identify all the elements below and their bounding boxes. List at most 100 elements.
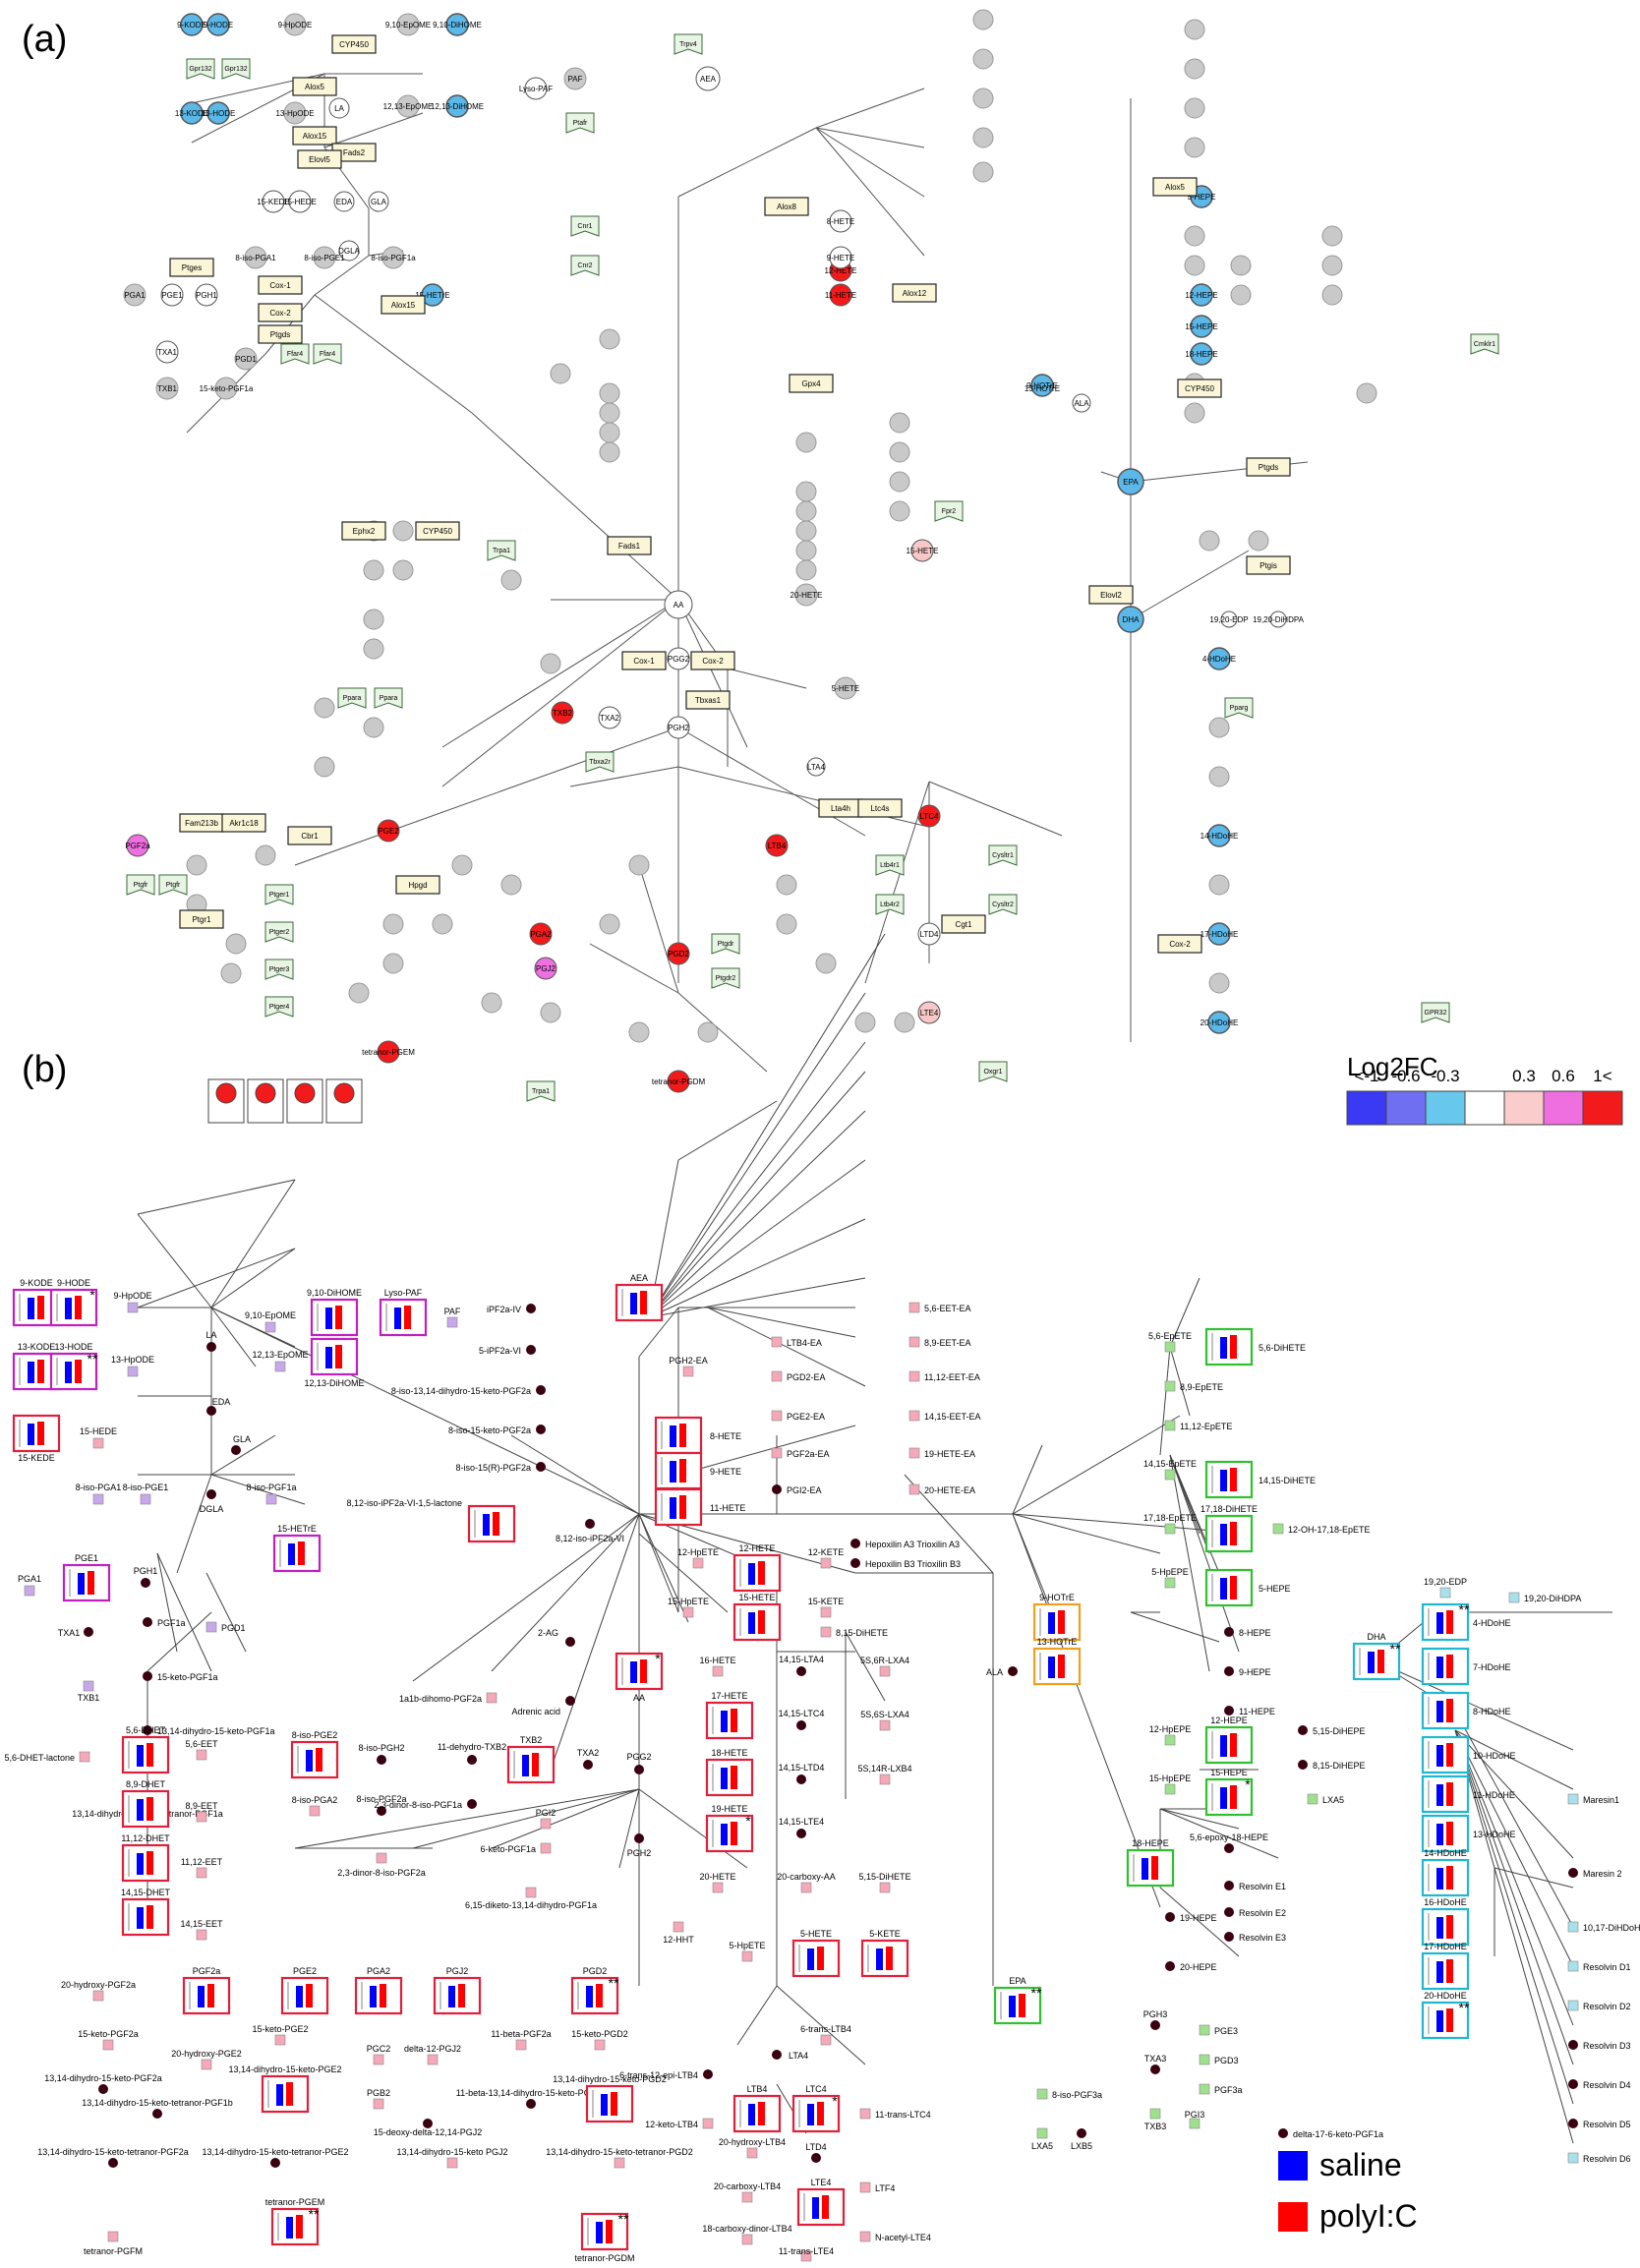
metabolite-label: 11-beta-13,14-dihydro-15-keto-PGF2a [456,2088,606,2098]
metabolite-n910epome: 9,10-EpOME [385,14,431,35]
bar-chart-n9hotre: 9-HOTrE [1034,1593,1080,1640]
metabolite-txa2: TXA2 [577,1748,600,1770]
metabolite-label: AEA [700,75,717,84]
metabolite-pgf2a: PGF2a [125,835,150,856]
metabolite-delta12pgj2: delta-12-PGJ2 [404,2044,461,2064]
metabolite-pge2: PGE2 [378,820,399,842]
metabolite-label: 13,14-dihydro-15-keto-tetranor-PGD2 [546,2147,693,2157]
metabolite-n1213dihome: 12,13-DiHOME [431,95,484,117]
polyic-bar [1230,1468,1237,1491]
metabolite-node [600,383,619,403]
metabolite-label: 8-HETE [710,1431,741,1441]
receptor-ffar4: Ffar4 [281,344,309,364]
metabolite-node [551,364,570,383]
metabolite-node [1209,973,1229,993]
metabolite-delta176: delta-17-6-keto-PGF1a [1278,2128,1383,2139]
pathway-edge [846,1632,885,1701]
receptor-ptafr: Ptafr [566,113,594,133]
receptor-label: Tbxa2r [589,759,611,766]
enzyme-label: Alox5 [1165,183,1186,192]
bar-chart-n8hete: 8-HETE [656,1418,741,1453]
pathway-edge [1013,1514,1160,1907]
metabolite-node [221,963,241,983]
metabolite-label: 16-HETE [699,1656,735,1665]
metabolite-label: 13,14-dihydro-15-keto-tetranor-PGF2a [37,2147,189,2157]
polyic-bar [37,1296,44,1319]
metabolite-label: 18-HEPE [1185,350,1217,359]
enzyme-cox2c: Cox-2 [1158,935,1201,953]
metabolite-n15deoxypgj2: 15-deoxy-delta-12,14-PGJ2 [374,2119,483,2137]
metabolite-n8iso15k: 8-iso-15-keto-PGF2a [448,1425,546,1435]
metabolite-label: 9,10-DiHOME [307,1288,362,1298]
metabolite-node [973,88,993,108]
polyic-bar [611,2092,617,2116]
metabolite-label: PGF1a [157,1618,186,1628]
metabolite-label: AA [674,601,684,610]
metabolite-label: DHA [1123,615,1141,624]
legend-tick-label: 0.3 [1512,1067,1536,1085]
metabolite-label: 14,15-EpETE [1143,1459,1197,1469]
enzyme-cox1b: Cox-1 [622,652,666,669]
saline-bar [812,2197,819,2219]
metabolite-n1415ltd4: 14,15-LTD4 [779,1763,825,1784]
metabolite-label: 14,15-DiHETE [1259,1476,1316,1485]
metabolite-pgd2ea: PGD2-EA [772,1371,826,1382]
receptor-label: Ltb4r2 [880,901,900,908]
metabolite-label: 11,12-EET-EA [924,1372,980,1382]
bar-chart-n1415dhet: 14,15-DHET [121,1888,171,1935]
polyic-bar [146,1797,153,1821]
significance-mark: * [89,1287,95,1303]
metabolite-label: 20-HETE [699,1872,735,1882]
metabolite-label: 15-deoxy-delta-12,14-PGJ2 [374,2127,483,2137]
bar-chart-n4hdohe: **4-HDoHE [1423,1601,1511,1640]
metabolite-label: PGD2-EA [787,1372,826,1382]
metabolite-label: 8,9-EET-EA [924,1338,971,1348]
metabolite-label: LTA4 [807,763,825,772]
bar-chart-n812ipf: 8,12-iso-iPF2a-VI-1,5-lactone [346,1498,514,1541]
bar-chart-n1415dihete: 14,15-DiHETE [1206,1462,1316,1497]
metabolite-label: 13,14-dihydro-15-keto-PGF2a [44,2073,162,2083]
bar-chart-n11hdohe: 11-HDoHE [1423,1776,1515,1812]
metabolite-label: 20-HEPE [1180,1962,1217,1972]
receptor-label: Cnr1 [577,223,592,230]
bar-chart-n12hepe: 12-HEPE [1206,1716,1252,1763]
metabolite-resolvind6: Resolvin D6 [1568,2153,1631,2164]
metabolite-n8isopgh2: 8-iso-PGH2 [358,1743,404,1765]
polyic-bar [75,1296,82,1319]
receptor-ptgdr: Ptgdr [712,934,739,954]
metabolite-label: TXB2 [553,709,573,718]
bar-chart-n18hepe: 18-HEPE [1128,1838,1173,1886]
metabolite-label: 17-HDoHE [1201,930,1239,939]
metabolite-label: PGA1 [18,1574,41,1584]
metabolite-node [600,442,619,462]
metabolite-resolvind5: Resolvin D5 [1568,2119,1631,2129]
metabolite-label: 5-HEPE [1259,1584,1291,1594]
polyic-bar [207,1984,214,2007]
bar-chart-n13hotre: 13-HOTrE [1034,1637,1080,1684]
saline-bar [748,1563,755,1585]
significance-mark: ** [618,2211,629,2227]
panel-b-label: (b) [22,1049,67,1090]
metabolite-n23dinor8isopgf1a: 2,3-dinor-8-iso-PGF1a [374,1799,477,1810]
metabolite-n15ketopgd2: 15-keto-PGD2 [571,2029,628,2050]
pathway-edge [678,1101,777,1160]
polyic-bar [458,1984,465,2007]
pathway-edge [551,1514,639,1770]
metabolite-label: 12,13-EpOME [383,102,434,111]
metabolite-label: 14,15-EET-EA [924,1412,981,1422]
metabolite-n1314dh15ktpge2: 13,14-dihydro-15-keto-tetranor-PGE2 [202,2147,348,2168]
metabolite-label: 15-HETrE [277,1524,317,1534]
metabolite-label: PGH2-EA [669,1356,708,1366]
metabolite-label: 17,18-EpETE [1143,1513,1197,1523]
metabolite-node [777,875,796,895]
metabolite-resolvind3: Resolvin D3 [1568,2040,1631,2051]
metabolite-label: DHA [1367,1632,1385,1642]
metabolite-label: 8-iso-PGE1 [304,254,345,262]
saline-bar [586,1986,593,2007]
metabolite-label: PGD3 [1214,2056,1239,2065]
saline-bar [1436,1701,1443,1722]
metabolite-n9kode: 9-KODE [177,14,206,35]
metabolite-label: PGD2 [668,950,689,959]
enzyme-fam213b: Fam213b [180,814,223,832]
